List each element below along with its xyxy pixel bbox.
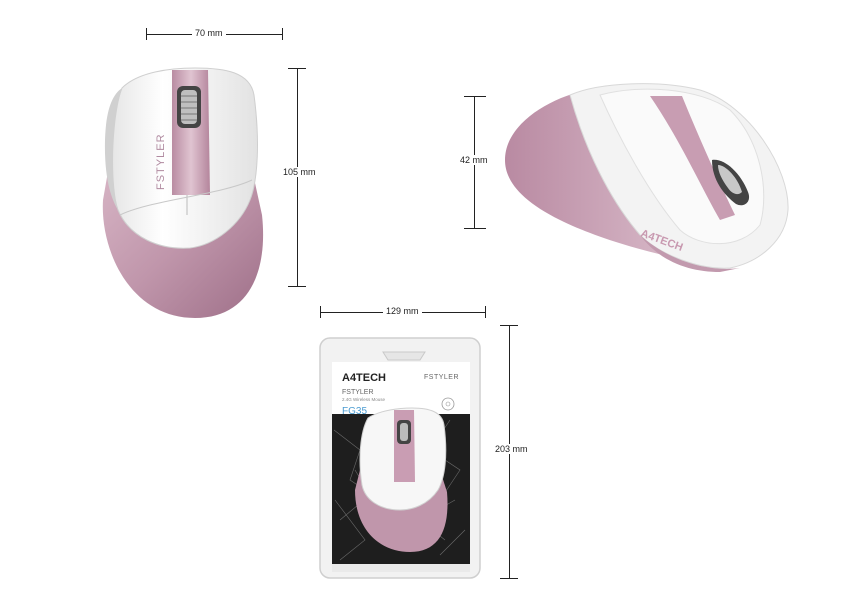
package-model: FG35 bbox=[342, 406, 367, 417]
length-label-top: 105 mm bbox=[280, 167, 319, 177]
package-brand-logo: A4TECH bbox=[342, 372, 386, 384]
package-series-logo: FSTYLER bbox=[424, 374, 459, 381]
width-label-package: 129 mm bbox=[383, 306, 422, 316]
wireless-badge-icon bbox=[441, 397, 455, 411]
height-label-side: 42 mm bbox=[457, 155, 491, 165]
height-label-package: 203 mm bbox=[492, 444, 531, 454]
package-series-name: FSTYLER bbox=[342, 389, 374, 396]
series-logo-top: FSTYLER bbox=[155, 133, 167, 190]
width-label-top: 70 mm bbox=[192, 28, 226, 38]
package-subtitle: 2.4G Wireless Mouse bbox=[342, 397, 386, 402]
